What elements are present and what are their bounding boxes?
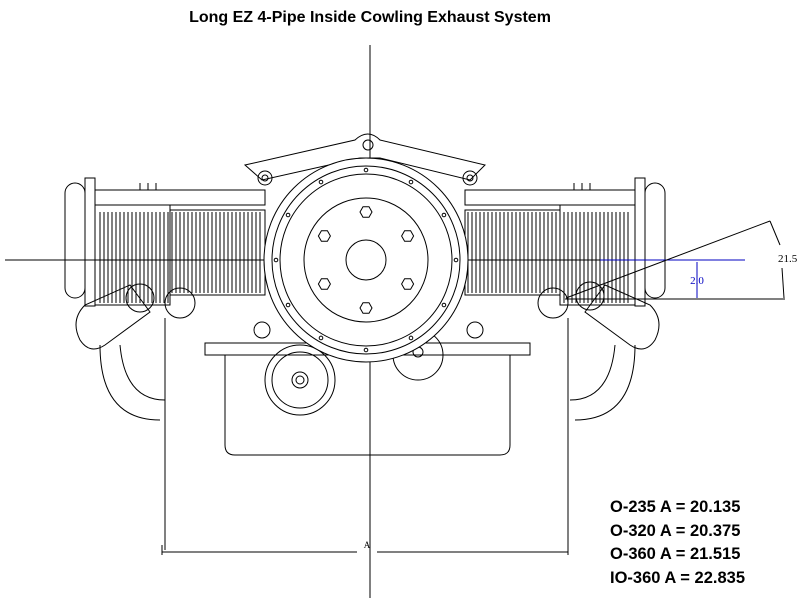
hub-bolt xyxy=(401,230,415,242)
dimension-a-label: A xyxy=(364,540,371,550)
rim-bolt xyxy=(318,335,324,341)
rim-bolt xyxy=(453,257,459,263)
angle-label: 21.5 xyxy=(778,253,798,265)
rim-bolt xyxy=(363,347,369,353)
rim-bolt xyxy=(408,335,414,341)
rim-bolt xyxy=(363,167,369,173)
rim-bolt xyxy=(318,179,324,185)
hub-bolt xyxy=(359,302,373,314)
alternator-pulley xyxy=(264,344,336,416)
legend-row: IO-360 A = 22.835 xyxy=(610,568,745,587)
legend-row: O-235 A = 20.135 xyxy=(610,498,741,516)
hub-bolt xyxy=(359,206,373,218)
left-cylinder-bank xyxy=(64,177,266,307)
offset-label: 2.0 xyxy=(690,275,704,287)
hub-bolt xyxy=(401,278,415,290)
prop-flywheel xyxy=(263,157,469,363)
right-cylinder-bank xyxy=(464,177,666,307)
hub-bolt xyxy=(317,230,331,242)
rim-bolt xyxy=(441,302,447,308)
angle-dimension: 21.5 xyxy=(565,220,798,299)
offset-dimension: 2.0 xyxy=(565,259,785,300)
hub-bolt xyxy=(317,278,331,290)
drawing-title: Long EZ 4-Pipe Inside Cowling Exhaust Sy… xyxy=(189,9,551,26)
dimension-a: A xyxy=(161,540,569,555)
rim-bolt xyxy=(441,212,447,218)
rim-bolt xyxy=(273,257,279,263)
rim-bolt xyxy=(408,179,414,185)
rim-bolt xyxy=(285,302,291,308)
legend-row: O-320 A = 20.375 xyxy=(610,521,741,540)
legend-row: O-360 A = 21.515 xyxy=(610,545,741,563)
engine-dimension-table: O-235 A = 20.135 O-320 A = 20.375 O-360 … xyxy=(610,496,745,590)
top-mount-bracket xyxy=(243,133,486,186)
rim-bolt xyxy=(285,212,291,218)
left-exhaust-pipes xyxy=(75,283,196,550)
